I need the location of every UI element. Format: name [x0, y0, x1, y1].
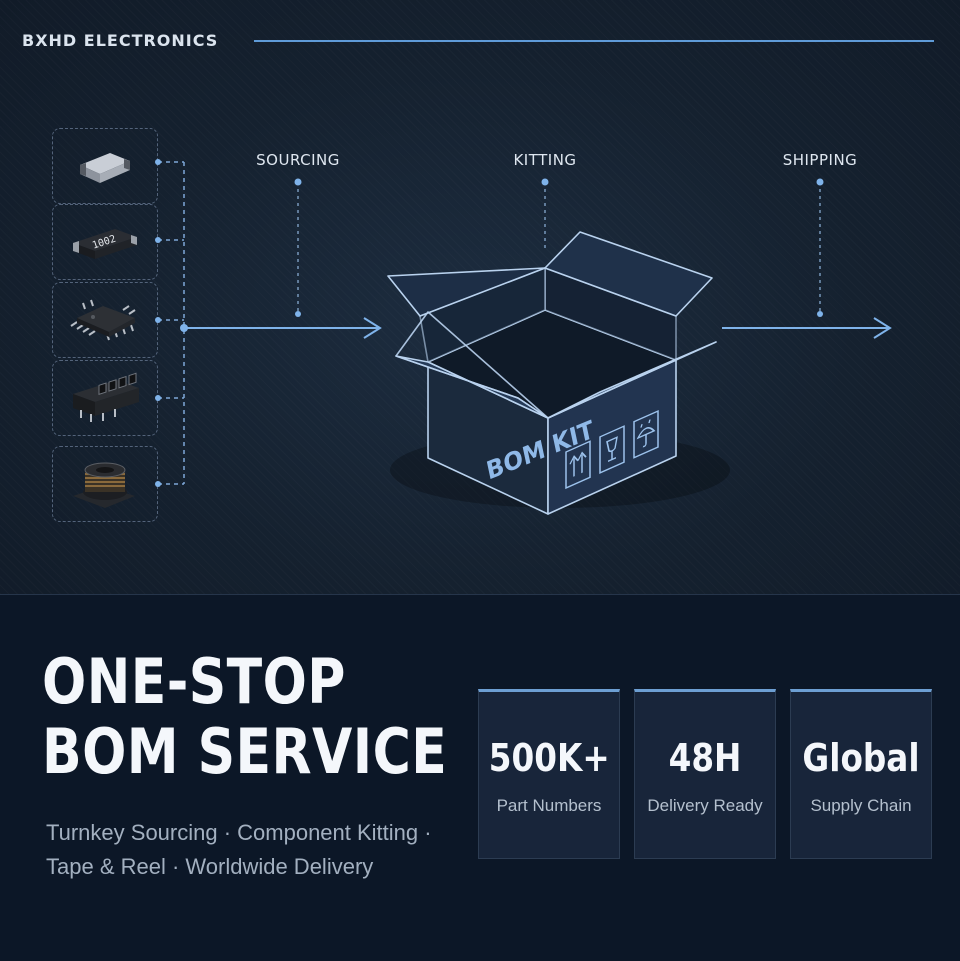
- stat-card-part-numbers: 500K+ Part Numbers: [478, 689, 620, 859]
- stat-label: Delivery Ready: [647, 796, 763, 815]
- component-tile-connector: [52, 360, 158, 436]
- stat-card-supply-chain: Global Supply Chain: [790, 689, 932, 859]
- process-flow-diagram: BOM KIT: [155, 159, 892, 515]
- stat-value: 48H: [668, 736, 742, 780]
- component-tile-chip: [52, 282, 158, 358]
- component-bracket: [158, 161, 185, 485]
- smd-capacitor-icon: [80, 153, 130, 183]
- fragile-glass-icon: [599, 425, 625, 474]
- hero-headline: ONE-STOP BOM SERVICE: [42, 647, 447, 787]
- arrow-to-kit: [186, 317, 382, 339]
- power-inductor-icon: [73, 462, 135, 508]
- hero-line-1: ONE-STOP: [42, 645, 346, 718]
- stat-card-delivery: 48H Delivery Ready: [634, 689, 776, 859]
- stage-label-kitting: KITTING: [513, 151, 577, 169]
- stat-label: Part Numbers: [496, 796, 602, 815]
- brand-name: BXHD ELECTRONICS: [22, 31, 219, 50]
- arrow-to-shipping: [722, 317, 892, 339]
- qfp-chip-icon: [70, 299, 136, 341]
- stat-value: 500K+: [488, 736, 610, 780]
- service-subtitle: Turnkey Sourcing · Component Kitting · T…: [46, 820, 432, 879]
- hero-line-2: BOM SERVICE: [42, 715, 448, 788]
- keep-dry-umbrella-icon: [633, 409, 659, 459]
- connector-header-icon: [73, 372, 139, 422]
- bom-kit-box: [387, 231, 730, 515]
- smd-resistor-icon: 1002: [73, 229, 137, 259]
- stage-label-shipping: SHIPPING: [782, 151, 858, 169]
- stat-value: Global: [802, 736, 920, 780]
- header-divider: [254, 40, 934, 42]
- component-tile-capacitor: [52, 128, 158, 204]
- stat-label: Supply Chain: [810, 796, 912, 815]
- stage-label-sourcing: SOURCING: [256, 151, 340, 169]
- this-way-up-icon: [565, 440, 591, 490]
